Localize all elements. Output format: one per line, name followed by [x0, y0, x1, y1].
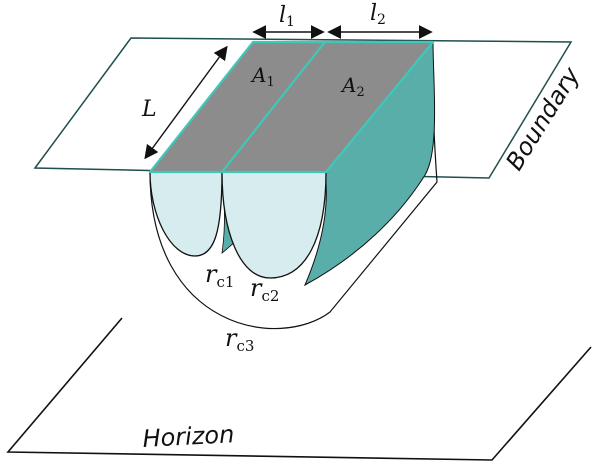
- label-rc2: rc2: [250, 274, 279, 305]
- label-rc1: rc1: [205, 260, 234, 291]
- teal-side-face-right: [303, 40, 436, 287]
- label-A1: A1: [250, 63, 275, 90]
- region-A2-face: [220, 40, 435, 174]
- L-dimension-arrow: [144, 45, 228, 160]
- label-boundary: Boundary: [500, 62, 585, 176]
- minimal-surface-rc2: [221, 171, 327, 279]
- minimal-surface-rc1: [149, 171, 223, 257]
- label-L: L: [141, 97, 157, 122]
- label-l1: l1: [279, 3, 295, 30]
- label-A2: A2: [340, 73, 365, 100]
- label-rc3: rc3: [225, 324, 254, 355]
- horizon-plane: [6, 317, 592, 461]
- label-horizon: Horizon: [142, 420, 235, 453]
- label-l2: l2: [370, 1, 386, 28]
